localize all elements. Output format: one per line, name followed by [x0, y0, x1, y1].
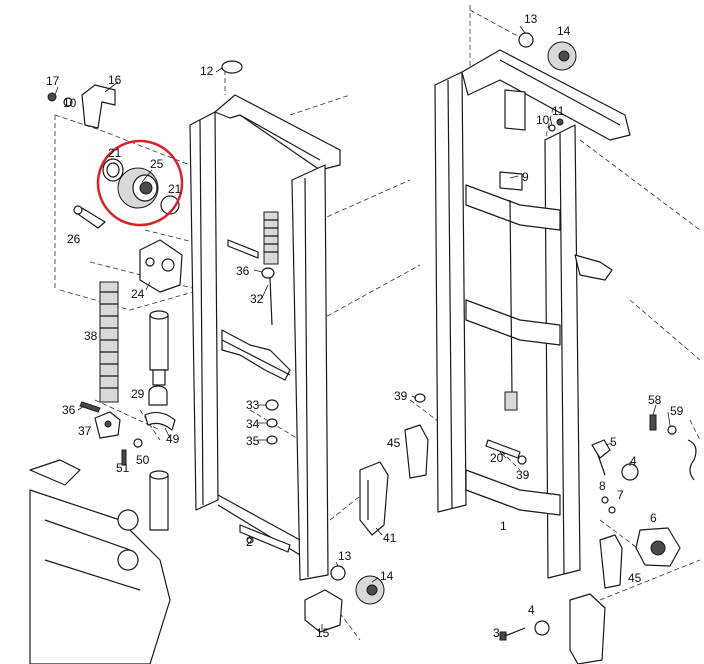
bolt-17: [47, 92, 73, 107]
pin-20: [485, 439, 521, 459]
callout-26: 26: [67, 232, 81, 246]
carriage-fragment: [29, 459, 171, 664]
callout-24: 24: [131, 287, 145, 301]
callout-10-right: 10: [536, 113, 550, 127]
callout-36: 36: [236, 264, 250, 278]
callout-4-bottom: 4: [528, 603, 535, 617]
callout-16: 16: [108, 73, 122, 87]
bolt-58-59: [649, 414, 697, 481]
callout-21-right: 21: [168, 182, 182, 196]
clamp-49: [144, 411, 176, 431]
nut-8-7: [601, 496, 616, 514]
callout-59: 59: [670, 404, 684, 418]
callout-5: 5: [610, 435, 617, 449]
bolt-50-51: [121, 438, 143, 466]
bracket-16: [81, 84, 116, 129]
callout-45: 45: [387, 436, 401, 450]
callout-7: 7: [617, 488, 624, 502]
bolt-3: [499, 627, 526, 641]
callout-49: 49: [166, 432, 180, 446]
callout-39: 39: [394, 389, 408, 403]
callout-4: 4: [630, 454, 637, 468]
sleeve-29: [148, 385, 168, 406]
callout-21: 21: [108, 146, 122, 160]
callout-36-left: 36: [62, 403, 76, 417]
callout-29: 29: [131, 387, 145, 401]
highlight-circle: [96, 139, 184, 227]
bracket-bottom-right: [569, 593, 606, 664]
bolt-5: [591, 439, 611, 476]
roller-13-14-top: [518, 32, 577, 71]
callout-2: 2: [246, 535, 253, 549]
callout-33: 33: [246, 398, 260, 412]
bracket-45: [404, 424, 623, 589]
callout-labels: 17 16 10 21 25 21 26 24 38 12 36 32 29 3…: [46, 12, 684, 640]
callout-32: 32: [250, 292, 264, 306]
callout-41: 41: [383, 531, 397, 545]
clip-41: [359, 461, 389, 536]
ring-12: [221, 60, 243, 74]
callout-25: 25: [150, 157, 164, 171]
callout-14-top: 14: [557, 24, 571, 38]
callout-35: 35: [246, 434, 260, 448]
callout-51: 51: [116, 461, 130, 475]
block-15: [304, 589, 343, 633]
roller-13-14-bottom: [330, 565, 385, 605]
mast-assembly-2: [189, 94, 341, 581]
dashed-guide-lines: [54, 5, 701, 641]
plug-39: [414, 393, 527, 465]
leader-lines: [54, 25, 671, 637]
callout-38: 38: [84, 329, 98, 343]
callout-17: 17: [46, 74, 60, 88]
bracket-24: [139, 239, 183, 293]
callout-20: 20: [490, 451, 504, 465]
callout-50: 50: [136, 453, 150, 467]
washer-4: [534, 463, 639, 636]
callout-34: 34: [246, 417, 260, 431]
callout-9: 9: [522, 170, 529, 184]
callout-37: 37: [78, 424, 92, 438]
callout-14-bottom: 14: [380, 569, 394, 583]
callout-10: 10: [63, 96, 77, 110]
callout-6: 6: [650, 511, 657, 525]
washers-33-35: [265, 399, 279, 445]
callout-58: 58: [648, 393, 662, 407]
mast-assembly-1: [434, 49, 631, 579]
bolt-32: [261, 267, 275, 326]
callout-45-right: 45: [628, 571, 642, 585]
callout-15: 15: [316, 626, 330, 640]
callout-8: 8: [599, 479, 606, 493]
pin-26: [73, 205, 106, 229]
callout-39-right: 39: [516, 468, 530, 482]
callout-11: 11: [552, 104, 565, 118]
pivot-6: [635, 527, 681, 567]
cylinder-piston: [149, 310, 169, 531]
callout-12: 12: [200, 64, 214, 78]
callout-1: 1: [500, 519, 507, 533]
chain-38: [99, 281, 119, 403]
callout-13-bottom: 13: [338, 549, 352, 563]
callout-13-top: 13: [524, 12, 538, 26]
callout-3: 3: [493, 626, 500, 640]
pin-36: [79, 401, 101, 413]
block-37: [94, 411, 121, 439]
chain-segment: [263, 211, 279, 265]
